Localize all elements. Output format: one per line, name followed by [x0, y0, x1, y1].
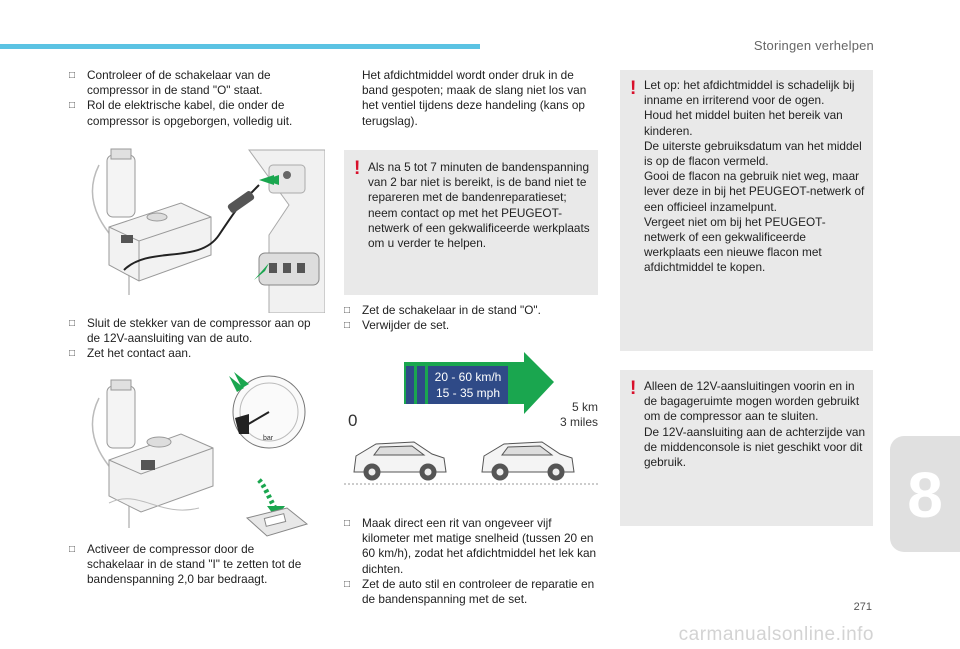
watermark: carmanualsonline.info	[678, 624, 874, 645]
checkbox-bullet-icon: □	[69, 70, 76, 81]
header-accent-bar	[0, 44, 480, 49]
list-item-text: Controleer of de schakelaar van de compr…	[87, 68, 271, 98]
checkbox-bullet-icon: □	[344, 305, 351, 316]
chapter-tab: 8	[890, 436, 960, 552]
compressor-gauge-illustration: bar	[69, 368, 325, 538]
start-distance-label: 0	[348, 411, 357, 430]
list-item: □ Zet de schakelaar in de stand "O".	[344, 303, 594, 318]
warning-line: De 12V-aansluiting aan de achterzijde va…	[644, 424, 866, 470]
col1-bullets-mid: □ Sluit de stekker van de compressor aan …	[69, 316, 319, 362]
compressor-plug-illustration	[69, 145, 325, 313]
col2-intro: Het afdichtmiddel wordt onder druk in de…	[362, 68, 587, 128]
col1-bullets-bottom: □ Activeer de compressor door de schakela…	[69, 542, 309, 588]
warning-box-sealant: ! Let op: het afdichtmiddel is schadelij…	[620, 70, 873, 351]
warning-box-sockets: ! Alleen de 12V-aansluitingen voorin en …	[620, 370, 873, 526]
speed-kmh-label: 20 - 60 km/h	[435, 370, 502, 384]
list-item-text: Verwijder de set.	[362, 318, 450, 333]
warning-line: De uiterste gebruiksdatum van het middel…	[644, 138, 862, 169]
list-item: □ Sluit de stekker van de compressor aan …	[69, 316, 319, 346]
list-item: □ Activeer de compressor door de schakela…	[69, 542, 309, 588]
list-item-text: Rol de elektrische kabel, die onder de c…	[87, 98, 293, 128]
car-icon	[481, 441, 575, 481]
section-title: Storingen verhelpen	[753, 38, 874, 53]
speed-mph-label: 15 - 35 mph	[436, 386, 500, 400]
warning-line: Gooi de flacon na gebruik niet weg, maar…	[644, 169, 865, 214]
checkbox-bullet-icon: □	[344, 578, 351, 590]
car-icon	[353, 441, 447, 481]
col2-bullets-bottom: □ Maak direct een rit van ongeveer vijf k…	[344, 516, 600, 607]
warning-exclamation-icon: !	[630, 78, 637, 99]
warning-line: Vergeet niet om bij het PEUGEOT-netwerk …	[644, 214, 826, 275]
chapter-number: 8	[907, 459, 943, 531]
checkbox-bullet-icon: □	[344, 320, 351, 332]
list-item: □ Rol de elektrische kabel, die onder de …	[69, 98, 309, 128]
warning-exclamation-icon: !	[354, 158, 361, 179]
checkbox-bullet-icon: □	[69, 544, 76, 555]
warning-line: Let op: het afdichtmiddel is schadelijk …	[644, 78, 855, 108]
list-item-text: Zet de auto stil en controleer de repara…	[362, 576, 595, 607]
checkbox-bullet-icon: □	[69, 318, 76, 329]
warning-line: Alleen de 12V-aansluitingen voorin en in…	[644, 379, 860, 424]
checkbox-bullet-icon: □	[69, 348, 76, 360]
warning-box-pressure: ! Als na 5 tot 7 minuten de bandenspanni…	[344, 150, 598, 295]
list-item: □ Maak direct een rit van ongeveer vijf k…	[344, 516, 600, 577]
list-item: □ Zet de auto stil en controleer de repar…	[344, 577, 600, 607]
list-item-text: Zet de schakelaar in de stand "O".	[362, 303, 541, 317]
list-item: □ Verwijder de set.	[344, 318, 594, 333]
warning-text: Als na 5 tot 7 minuten de bandenspanning…	[368, 160, 590, 251]
distance-km-label: 5 km	[572, 400, 598, 414]
list-item-text: Maak direct een rit van ongeveer vijf ki…	[362, 516, 597, 576]
warning-text: Let op: het afdichtmiddel is schadelijk …	[644, 78, 865, 276]
page-number: 271	[853, 601, 872, 613]
checkbox-bullet-icon: □	[344, 518, 351, 529]
drive-distance-illustration: 20 - 60 km/h 15 - 35 mph 0 5 km 3 miles	[344, 352, 600, 485]
list-item-text: Zet het contact aan.	[87, 346, 192, 361]
distance-miles-label: 3 miles	[560, 415, 598, 429]
warning-exclamation-icon: !	[630, 378, 637, 399]
list-item-text: Activeer de compressor door de schakelaa…	[87, 542, 302, 587]
list-item: □ Zet het contact aan.	[69, 346, 319, 361]
gauge-unit-label: bar	[263, 435, 274, 442]
warning-text: Alleen de 12V-aansluitingen voorin en in…	[644, 379, 865, 470]
checkbox-bullet-icon: □	[69, 100, 76, 112]
list-item-text: Sluit de stekker van de compressor aan o…	[87, 316, 311, 346]
list-item: □ Controleer of de schakelaar van de comp…	[69, 68, 309, 98]
col2-bullets: □ Zet de schakelaar in de stand "O". □ Ver…	[344, 303, 594, 333]
warning-line: Houd het middel buiten het bereik van ki…	[644, 108, 843, 138]
col1-bullets-top: □ Controleer of de schakelaar van de comp…	[69, 68, 309, 129]
